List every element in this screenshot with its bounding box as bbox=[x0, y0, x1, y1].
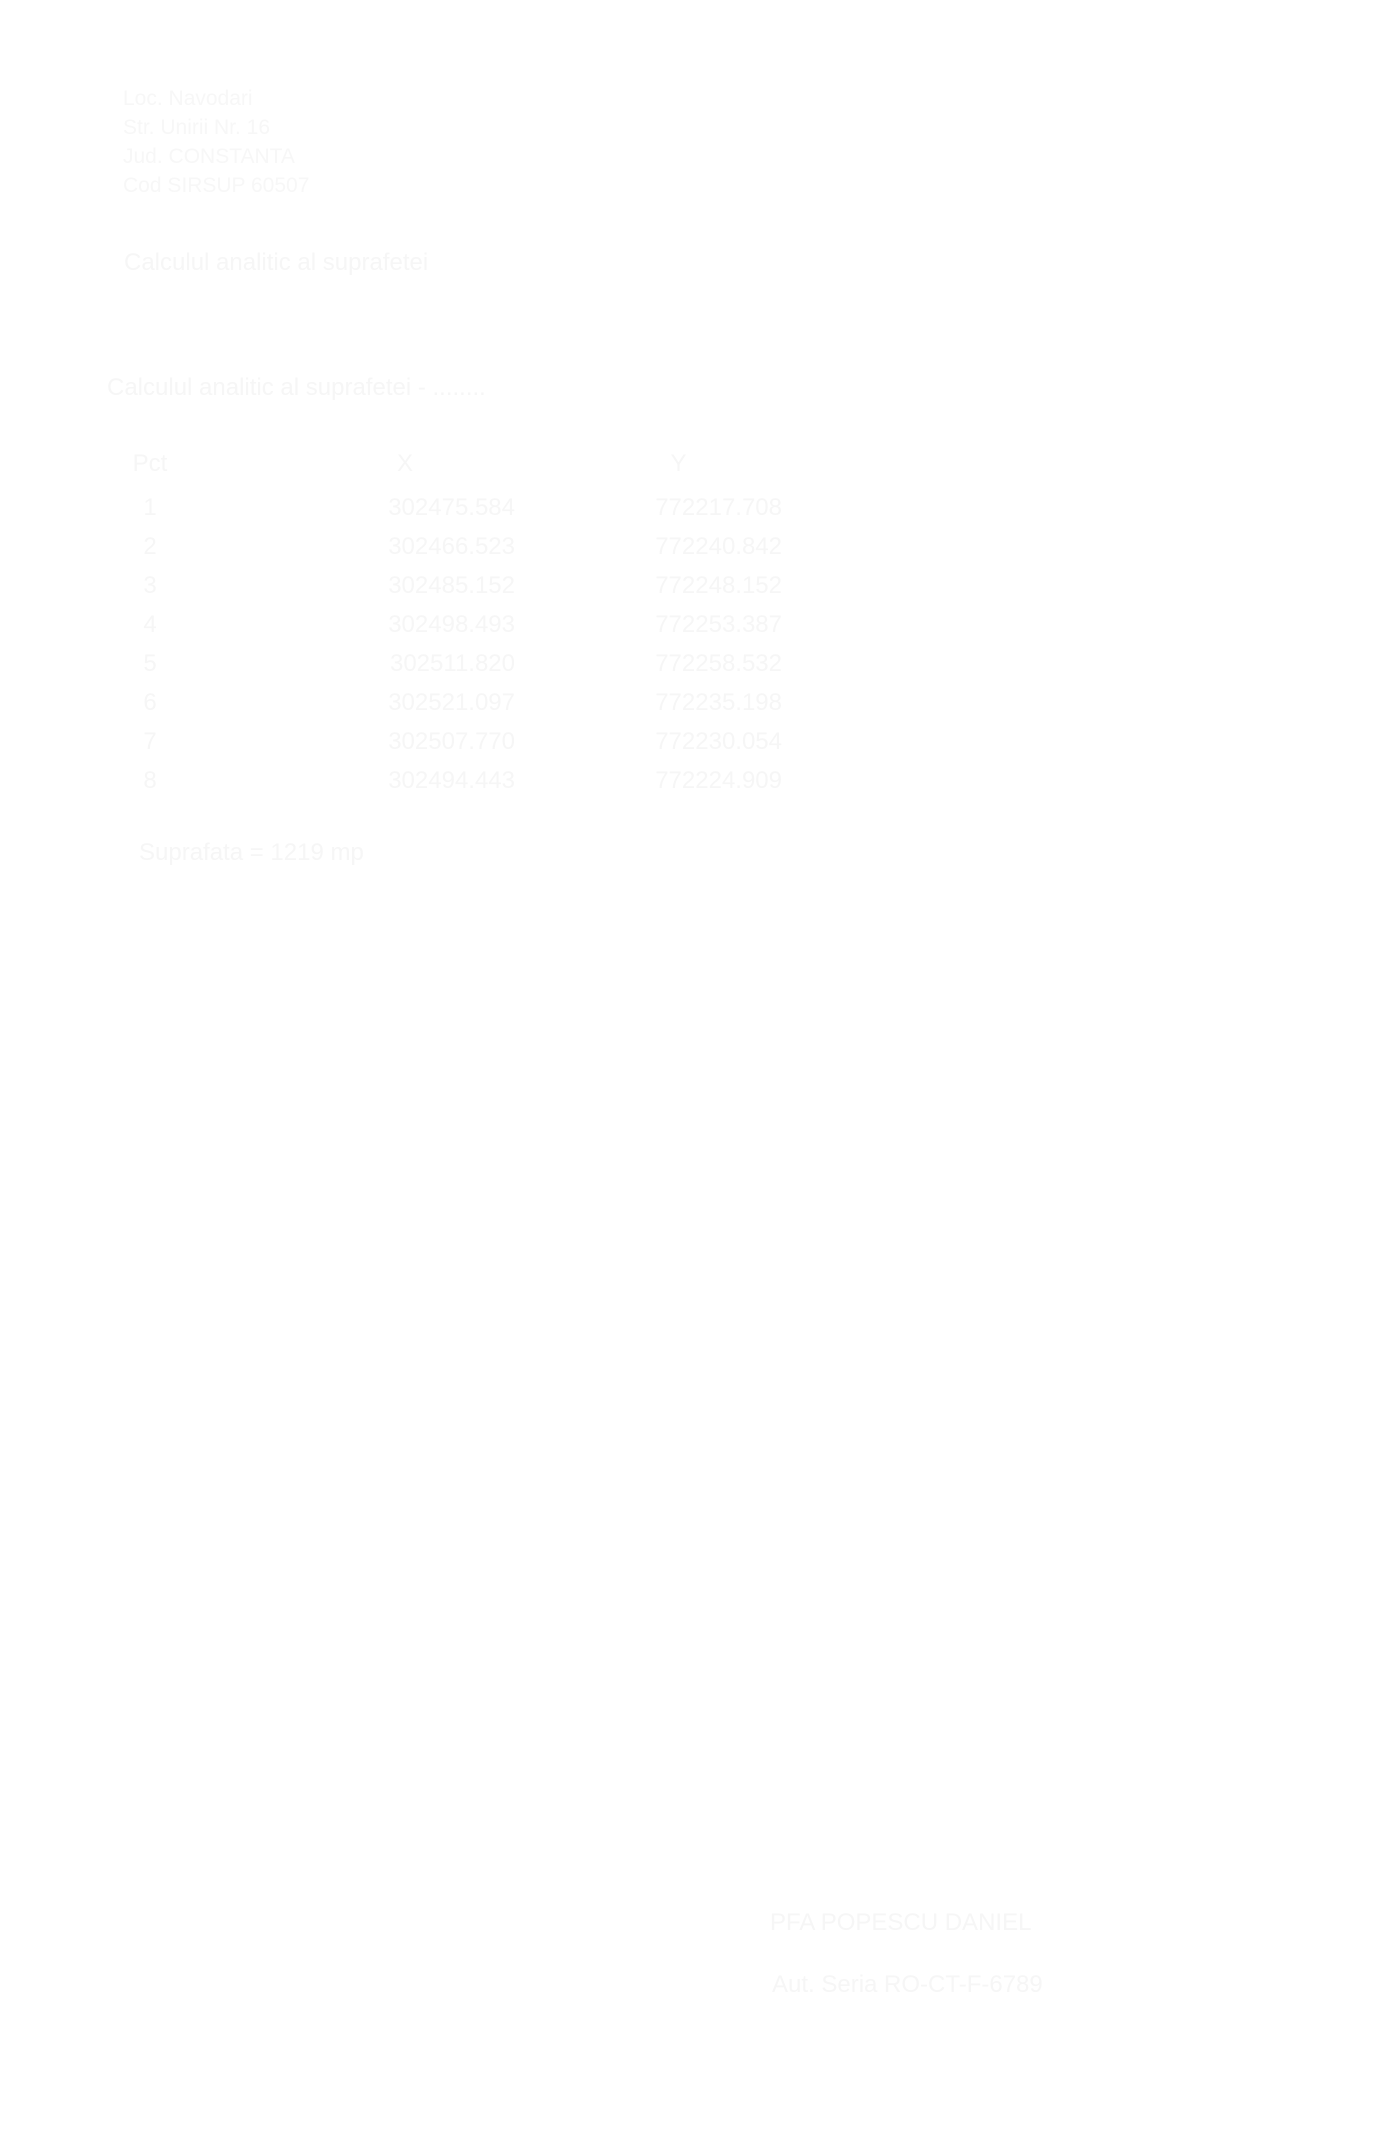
table-row: 2 302466.523 772240.842 bbox=[100, 527, 782, 566]
cell-y: 772230.054 bbox=[655, 727, 782, 755]
cell-x: 302466.523 bbox=[388, 532, 515, 560]
column-header-y: Y bbox=[670, 450, 687, 477]
cell-y: 772224.909 bbox=[655, 766, 782, 794]
cell-y: 772240.842 bbox=[655, 532, 782, 560]
cell-x: 302498.493 bbox=[388, 610, 515, 638]
cell-x: 302475.584 bbox=[388, 493, 515, 521]
address-street: Str. Unirii Nr. 16 bbox=[123, 116, 271, 139]
address-locality: Loc. Navodari bbox=[123, 87, 253, 110]
cell-x: 302521.097 bbox=[388, 688, 515, 716]
cell-x: 302511.820 bbox=[389, 649, 515, 677]
address-cadastral-code: Cod SIRSUP 60507 bbox=[123, 174, 310, 197]
cell-pct: 1 bbox=[143, 493, 157, 521]
cell-y: 772217.708 bbox=[655, 493, 782, 521]
surveyor-name: PFA POPESCU DANIEL bbox=[770, 1909, 1032, 1936]
column-header-x: X bbox=[396, 450, 413, 477]
cell-y: 772235.198 bbox=[655, 688, 782, 716]
address-county: Jud. CONSTANTA bbox=[123, 145, 295, 168]
cell-pct: 6 bbox=[143, 688, 157, 716]
table-row: 5 302511.820 772258.532 bbox=[100, 644, 782, 683]
coordinates-table: Pct X Y 1 302475.584 772217.708 2 302466… bbox=[100, 440, 782, 800]
cell-pct: 8 bbox=[143, 766, 157, 794]
section-title: Calculul analitic al suprafetei - ......… bbox=[107, 374, 486, 401]
cell-y: 772248.152 bbox=[655, 571, 782, 599]
authorization-number: Aut. Seria RO-CT-F-6789 bbox=[772, 1971, 1043, 1998]
cell-pct: 3 bbox=[143, 571, 157, 599]
address-block: Loc. Navodari Str. Unirii Nr. 16 Jud. CO… bbox=[123, 84, 309, 200]
cell-x: 302507.770 bbox=[388, 727, 515, 755]
cell-y: 772258.532 bbox=[655, 649, 782, 677]
table-row: 6 302521.097 772235.198 bbox=[100, 683, 782, 722]
table-row: 8 302494.443 772224.909 bbox=[100, 761, 782, 800]
cell-x: 302485.152 bbox=[388, 571, 515, 599]
column-header-pct: Pct bbox=[132, 450, 168, 477]
table-header-row: Pct X Y bbox=[100, 440, 782, 488]
cell-pct: 2 bbox=[143, 532, 157, 560]
cell-y: 772253.387 bbox=[655, 610, 782, 638]
table-row: 1 302475.584 772217.708 bbox=[100, 488, 782, 527]
total-area: Suprafata = 1219 mp bbox=[139, 839, 364, 866]
signature-block: PFA POPESCU DANIEL Aut. Seria RO-CT-F-67… bbox=[770, 1908, 1043, 2000]
table-row: 4 302498.493 772253.387 bbox=[100, 605, 782, 644]
table-row: 3 302485.152 772248.152 bbox=[100, 566, 782, 605]
page-title: Calculul analitic al suprafetei bbox=[124, 249, 429, 276]
cell-pct: 5 bbox=[143, 649, 157, 677]
cell-pct: 7 bbox=[143, 727, 157, 755]
cell-x: 302494.443 bbox=[388, 766, 515, 794]
cell-pct: 4 bbox=[143, 610, 157, 638]
table-row: 7 302507.770 772230.054 bbox=[100, 722, 782, 761]
